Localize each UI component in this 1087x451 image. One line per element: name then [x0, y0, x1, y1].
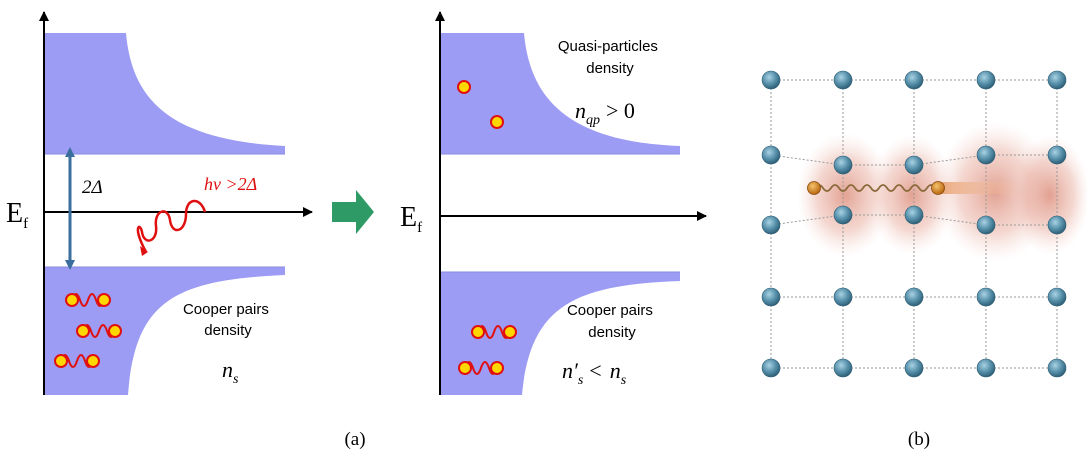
lattice-atom	[761, 287, 781, 307]
electron-2	[931, 181, 945, 195]
lattice-atom	[833, 70, 853, 90]
lattice-atom	[1047, 215, 1067, 235]
panel-a-right: Ef Quasi-particles density nqp> 0 Cooper…	[400, 11, 707, 395]
photon-wave	[136, 199, 207, 253]
lattice-atom	[833, 155, 853, 175]
cooper-pair-3	[54, 354, 100, 368]
panel-b-lattice	[761, 70, 1087, 378]
lattice-atom	[976, 358, 996, 378]
caption-b: (b)	[908, 429, 930, 450]
cooper-pairs-label-left: Cooper pairs density	[183, 301, 273, 339]
transition-arrow	[332, 190, 374, 234]
lattice-atom	[833, 205, 853, 225]
polarization-cloud-1	[797, 133, 893, 257]
gap-label: 2Δ	[82, 177, 103, 198]
lattice-atom	[904, 287, 924, 307]
lattice-atom	[761, 145, 781, 165]
lattice-atom	[904, 205, 924, 225]
quasiparticle-1	[457, 80, 471, 94]
cooper-pair-spring	[814, 184, 936, 192]
caption-a: (a)	[344, 429, 365, 450]
lattice-atom	[904, 70, 924, 90]
quasiparticles-label: Quasi-particles density	[558, 38, 662, 77]
panel-a-left: Ef 2Δ hν >2Δ Cooper pairs density	[6, 11, 313, 395]
quasiparticle-2	[490, 115, 504, 129]
electron-trail	[940, 182, 1015, 194]
upper-band-left	[44, 33, 285, 154]
lattice-atom	[976, 287, 996, 307]
lattice-atom	[976, 145, 996, 165]
lattice-atom	[761, 70, 781, 90]
lattice-atom	[1047, 358, 1067, 378]
electron-1	[807, 181, 821, 195]
cooper-pair-1	[65, 293, 111, 307]
lattice-atom	[1047, 145, 1067, 165]
photon-label: hν >2Δ	[204, 174, 257, 194]
lattice-atom	[1047, 70, 1067, 90]
lattice-atom	[904, 358, 924, 378]
qp-density-expression: nqp> 0	[575, 98, 635, 128]
lattice-bonds	[770, 79, 1058, 369]
lattice-atom	[976, 70, 996, 90]
lattice-atom	[761, 215, 781, 235]
fermi-label-left: Ef	[6, 198, 28, 232]
lattice-atom	[833, 287, 853, 307]
superfluid-density-right: n′s<ns	[562, 358, 627, 388]
lattice-atom	[976, 215, 996, 235]
lattice-atom	[761, 358, 781, 378]
lattice-atom	[1047, 287, 1067, 307]
superfluid-density-left: ns	[222, 357, 239, 387]
cooper-pair-2	[76, 324, 122, 338]
cooper-pair-5	[458, 361, 504, 375]
cooper-pairs-label-right: Cooper pairs density	[567, 302, 657, 341]
lattice-atom	[833, 358, 853, 378]
lattice-atoms	[761, 70, 1067, 378]
cooper-pair-4	[471, 325, 517, 339]
polarization-cloud-2	[868, 135, 956, 255]
fermi-label-right: Ef	[400, 202, 422, 236]
lattice-atom	[904, 155, 924, 175]
